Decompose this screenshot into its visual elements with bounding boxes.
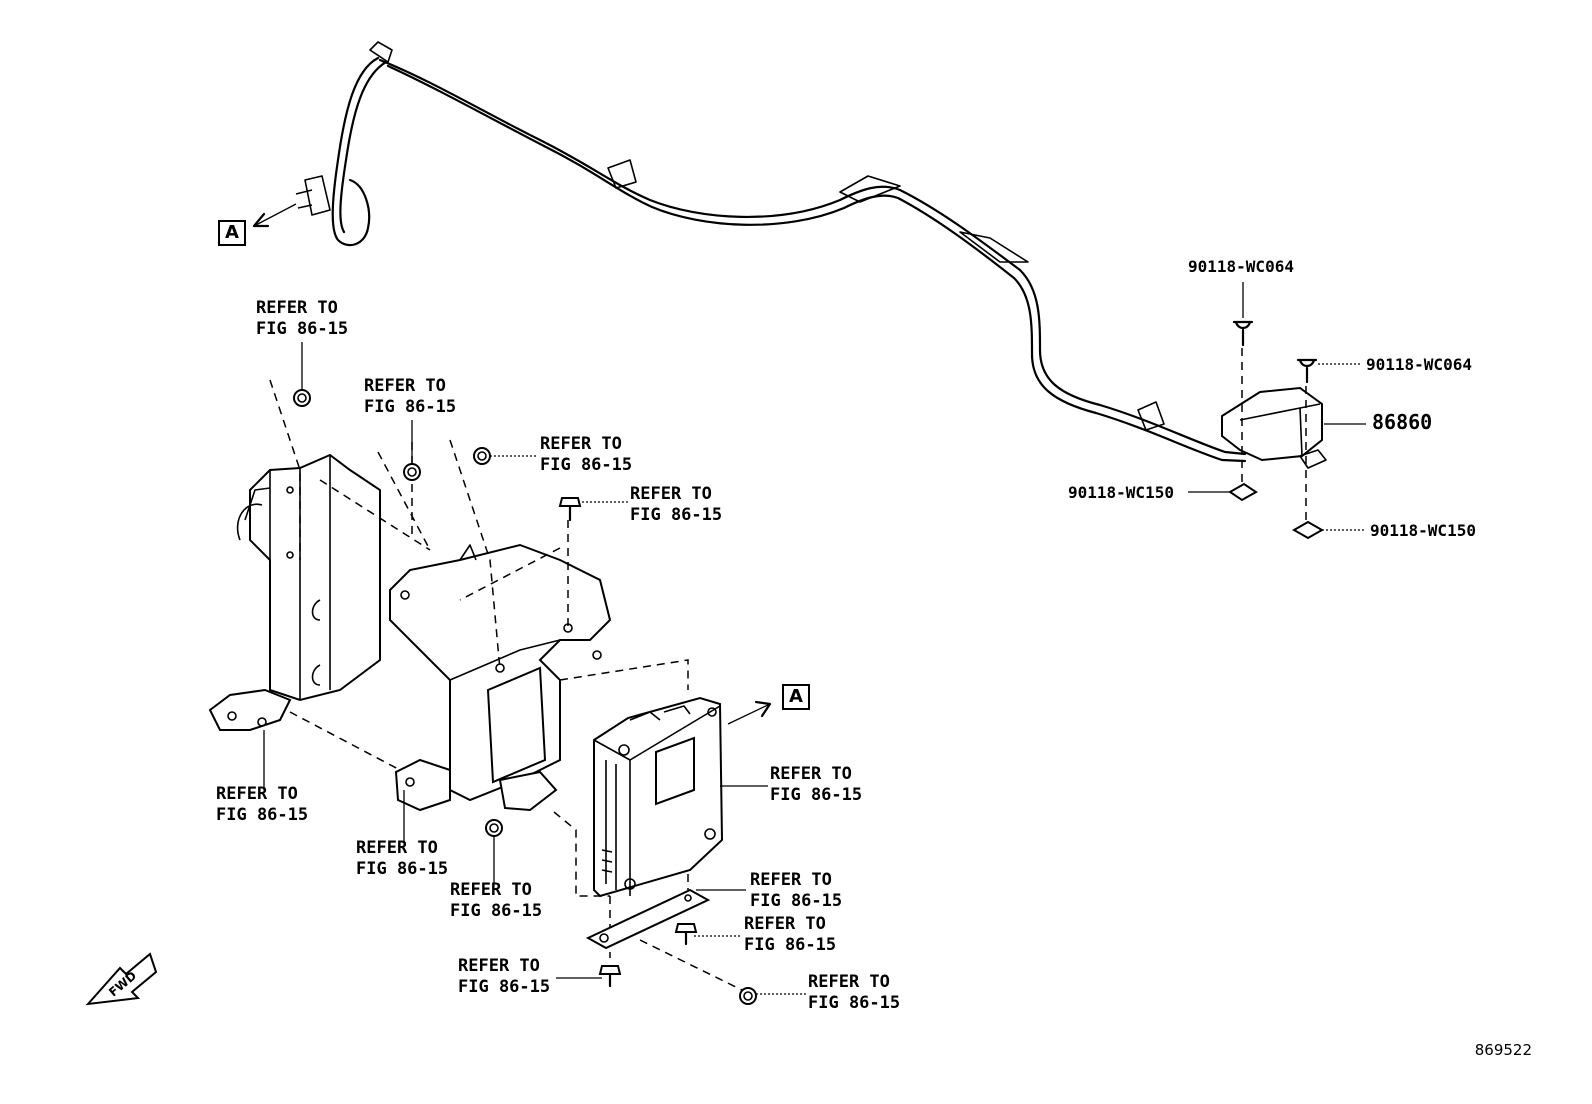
refer-fig: FIG 86-15	[744, 935, 837, 955]
refer-line: REFER TO	[216, 784, 298, 804]
refer-fig: FIG 86-15	[808, 993, 901, 1013]
module-86860-drawing	[1221, 348, 1327, 520]
refer-line: REFER TO	[630, 484, 712, 504]
refer-fig: FIG 86-15	[356, 859, 449, 879]
part-number-screw-top: 90118-WC064	[1188, 257, 1294, 276]
refer-fig: FIG 86-15	[450, 901, 543, 921]
refer-fig: FIG 86-15	[216, 805, 309, 825]
refer-fig: FIG 86-15	[540, 455, 633, 475]
refer-fig: FIG 86-15	[630, 505, 723, 525]
lower-plate-drawing	[585, 888, 711, 950]
connector-marker-a-ecu: A	[782, 684, 810, 710]
part-number-screw-right: 90118-WC064	[1366, 355, 1472, 374]
refer-line: REFER TO	[356, 838, 438, 858]
fwd-arrow-icon: FWD	[85, 952, 158, 1006]
screw-top-icon	[1232, 282, 1254, 347]
diagram-number: 869522	[1474, 1041, 1532, 1059]
arrow-to-connector-a-top	[252, 203, 297, 228]
refer-fig: FIG 86-15	[750, 891, 843, 911]
nut-icon	[473, 447, 491, 465]
screw-right-icon	[1296, 358, 1362, 384]
refer-line: REFER TO	[364, 376, 446, 396]
clip-left-icon	[1188, 482, 1258, 502]
refer-line: REFER TO	[750, 870, 832, 890]
refer-fig: FIG 86-15	[458, 977, 551, 997]
refer-line: REFER TO	[744, 914, 826, 934]
refer-line: REFER TO	[458, 956, 540, 976]
nut-icon	[293, 389, 311, 407]
bolt-icon	[598, 965, 622, 988]
part-number-clip-right: 90118-WC150	[1370, 521, 1476, 540]
bracket-left-drawing	[208, 453, 381, 731]
part-number-module: 86860	[1372, 410, 1433, 434]
refer-fig: FIG 86-15	[256, 319, 349, 339]
ecu-unit-drawing	[593, 696, 724, 898]
part-number-clip-left: 90118-WC150	[1068, 483, 1174, 502]
connector-marker-a-top: A	[218, 220, 246, 246]
refer-line: REFER TO	[450, 880, 532, 900]
bolt-icon	[558, 497, 582, 522]
refer-line: REFER TO	[770, 764, 852, 784]
refer-line: REFER TO	[808, 972, 890, 992]
nut-icon	[739, 987, 757, 1005]
clip-right-icon	[1291, 520, 1366, 540]
refer-leaders	[263, 342, 806, 995]
bracket-middle-drawing	[389, 543, 612, 812]
arrow-to-connector-a-ecu	[727, 700, 772, 725]
wire-harness	[295, 41, 1247, 463]
refer-line: REFER TO	[540, 434, 622, 454]
bolt-icon	[674, 923, 698, 946]
nut-icon	[403, 463, 421, 481]
refer-fig: FIG 86-15	[770, 785, 863, 805]
nut-icon	[485, 819, 503, 837]
refer-fig: FIG 86-15	[364, 397, 457, 417]
refer-line: REFER TO	[256, 298, 338, 318]
